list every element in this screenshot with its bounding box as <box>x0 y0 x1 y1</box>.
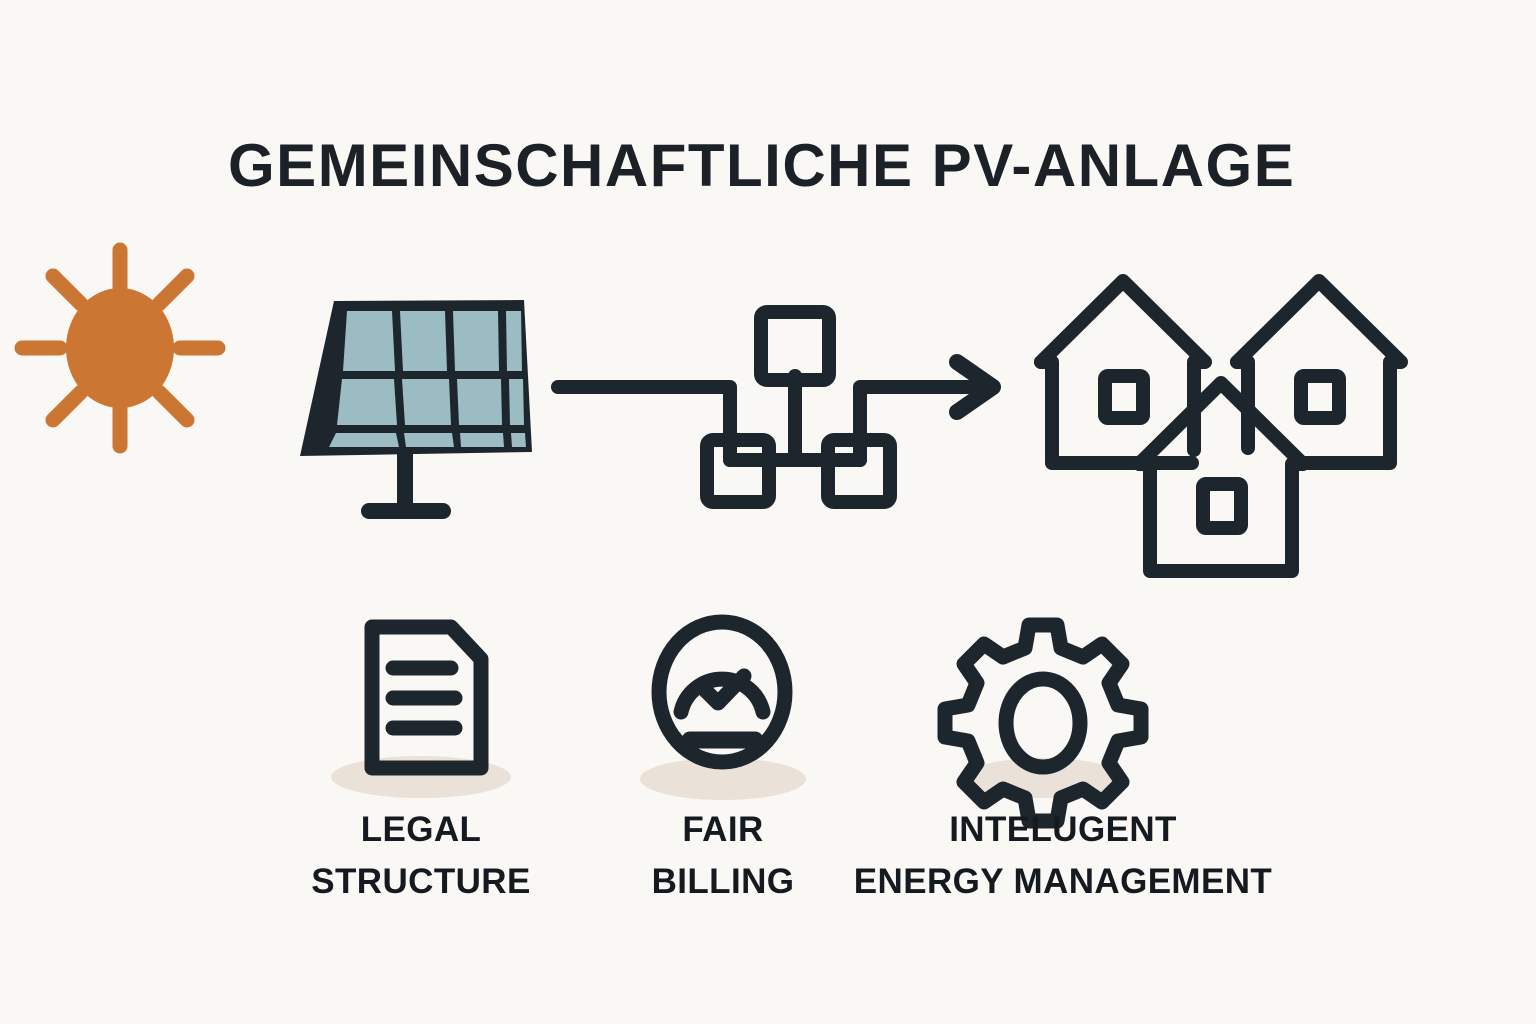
meter-check-icon <box>640 614 806 800</box>
gear-icon <box>937 617 1149 829</box>
feature-label-legal-line1: LEGAL <box>361 810 482 849</box>
feature-label-energy-line2: ENERGY MANAGEMENT <box>854 862 1272 901</box>
solar-panel-icon <box>300 300 532 519</box>
document-icon <box>331 619 511 798</box>
feature-label-energy-line1: INTELUGENT <box>949 810 1177 849</box>
feature-label-legal-line2: STRUCTURE <box>311 862 530 901</box>
distribution-node-icon <box>551 305 1001 509</box>
feature-labels: LEGAL STRUCTURE FAIR BILLING INTELUGENT … <box>311 810 1272 901</box>
feature-label-billing-line1: FAIR <box>682 810 763 849</box>
house-right <box>1230 274 1408 470</box>
page-title: GEMEINSCHAFTLICHE PV-ANLAGE <box>228 132 1295 199</box>
feature-label-billing-line2: BILLING <box>652 862 795 901</box>
houses-icon <box>1034 274 1408 578</box>
house-left <box>1034 274 1212 470</box>
house-center <box>1132 376 1310 578</box>
sun-icon <box>14 242 226 454</box>
